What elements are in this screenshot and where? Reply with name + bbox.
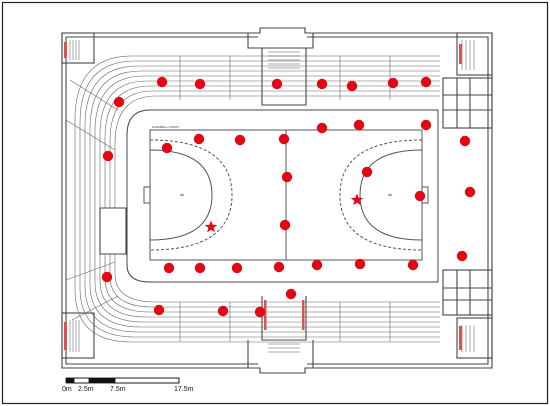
measurement-point-7: [420, 76, 432, 88]
measurement-point-28: [273, 261, 285, 273]
measurement-point-26: [194, 262, 206, 274]
measurement-point-5: [346, 80, 358, 92]
scale-label-3: 17.5m: [174, 386, 194, 393]
measurement-point-14: [316, 122, 328, 134]
handball-court: [143, 129, 429, 261]
measurement-point-2: [194, 78, 206, 90]
measurement-point-27: [231, 262, 243, 274]
measurement-point-6: [387, 77, 399, 89]
source-star-1: [204, 220, 218, 233]
measurement-point-21: [414, 190, 426, 202]
measurement-point-3: [271, 78, 283, 90]
measurement-point-34: [217, 305, 229, 317]
measurement-point-33: [153, 304, 165, 316]
seating-tiers: [65, 55, 440, 343]
measurement-point-25: [163, 262, 175, 274]
measurement-point-8: [113, 96, 125, 108]
measurement-point-30: [354, 258, 366, 270]
measurement-point-18: [161, 142, 173, 154]
measurement-point-29: [311, 259, 323, 271]
measurement-point-9: [102, 150, 114, 162]
measurement-point-23: [279, 219, 291, 231]
measurement-point-24: [456, 250, 468, 262]
measurement-point-35: [254, 306, 266, 318]
measurement-markers: [101, 76, 476, 318]
scale-bar: 0m 2.5m 7.5m 17.5m: [62, 377, 194, 393]
measurement-point-15: [353, 119, 365, 131]
measurement-point-17: [459, 135, 471, 147]
court-perimeter-wall: [126, 109, 439, 283]
court-caption: HANDBALL COURT: [152, 125, 179, 129]
source-markers: [204, 193, 364, 233]
source-star-2: [350, 193, 364, 206]
measurement-point-10: [101, 271, 113, 283]
measurement-point-22: [464, 186, 476, 198]
measurement-point-19: [281, 171, 293, 183]
measurement-point-20: [361, 166, 373, 178]
stairs: [64, 40, 475, 353]
scale-label-1: 2.5m: [78, 386, 94, 393]
measurement-point-16: [420, 119, 432, 131]
scale-label-0: 0m: [62, 386, 72, 393]
measurement-point-4: [316, 78, 328, 90]
measurement-point-13: [278, 133, 290, 145]
measurement-point-1: [156, 76, 168, 88]
measurement-point-32: [285, 288, 297, 300]
building-outline: [61, 27, 493, 374]
measurement-point-31: [407, 259, 419, 271]
measurement-point-12: [234, 134, 246, 146]
measurement-point-11: [193, 133, 205, 145]
scale-label-2: 7.5m: [110, 386, 126, 393]
